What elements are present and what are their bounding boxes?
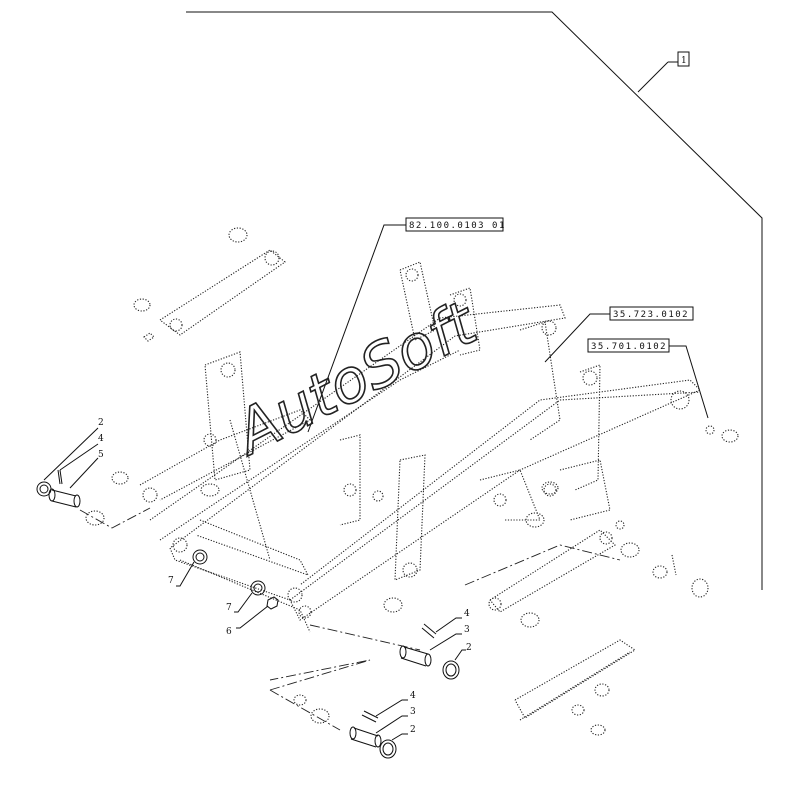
middle-washer-assembly: 7 6 (226, 580, 279, 637)
guide-lines (79, 507, 621, 731)
item-number-mid-6: 6 (226, 627, 232, 637)
loader-frame (85, 261, 701, 724)
item-number-bottom-4: 4 (410, 691, 416, 701)
ref-leader-b (544, 313, 610, 363)
bottom-link (514, 639, 637, 736)
item-number-left-7: 7 (168, 576, 174, 586)
ref-label-a: 82.100.0103 01 (409, 221, 506, 231)
assembly-ref-box (677, 51, 690, 67)
ref-leader-c (669, 345, 709, 419)
item-number-bottom-2: 2 (410, 725, 416, 735)
item-number-right-4: 4 (464, 609, 470, 619)
left-washer-assembly: 7 (168, 549, 208, 587)
ref-label-b: 35.723.0102 (613, 310, 689, 320)
item-number-left-2: 2 (98, 418, 104, 428)
assembly-leader (637, 61, 669, 93)
ref-label-c: 35.701.0102 (591, 342, 667, 352)
item-number-left-5: 5 (98, 450, 104, 460)
watermark: AutoSoft (221, 287, 489, 470)
lower-link (488, 520, 625, 613)
bottom-pin-assembly: 4 3 2 (349, 691, 416, 759)
item-number-right-2: 2 (466, 643, 472, 653)
item-number-left-4: 4 (98, 434, 104, 444)
right-pin-set (652, 425, 739, 598)
item-number-bottom-3: 3 (410, 707, 416, 717)
item-number-right-3: 3 (464, 625, 470, 635)
left-pin-assembly: 2 4 5 (36, 418, 104, 508)
right-pin-assembly: 4 3 2 (399, 609, 472, 680)
ref-leader-a (307, 224, 406, 433)
item-number-mid-7: 7 (226, 603, 232, 613)
upper-link (133, 227, 286, 342)
assembly-ref-label: 1 (681, 56, 687, 66)
assembly-bracket-line (186, 11, 763, 590)
